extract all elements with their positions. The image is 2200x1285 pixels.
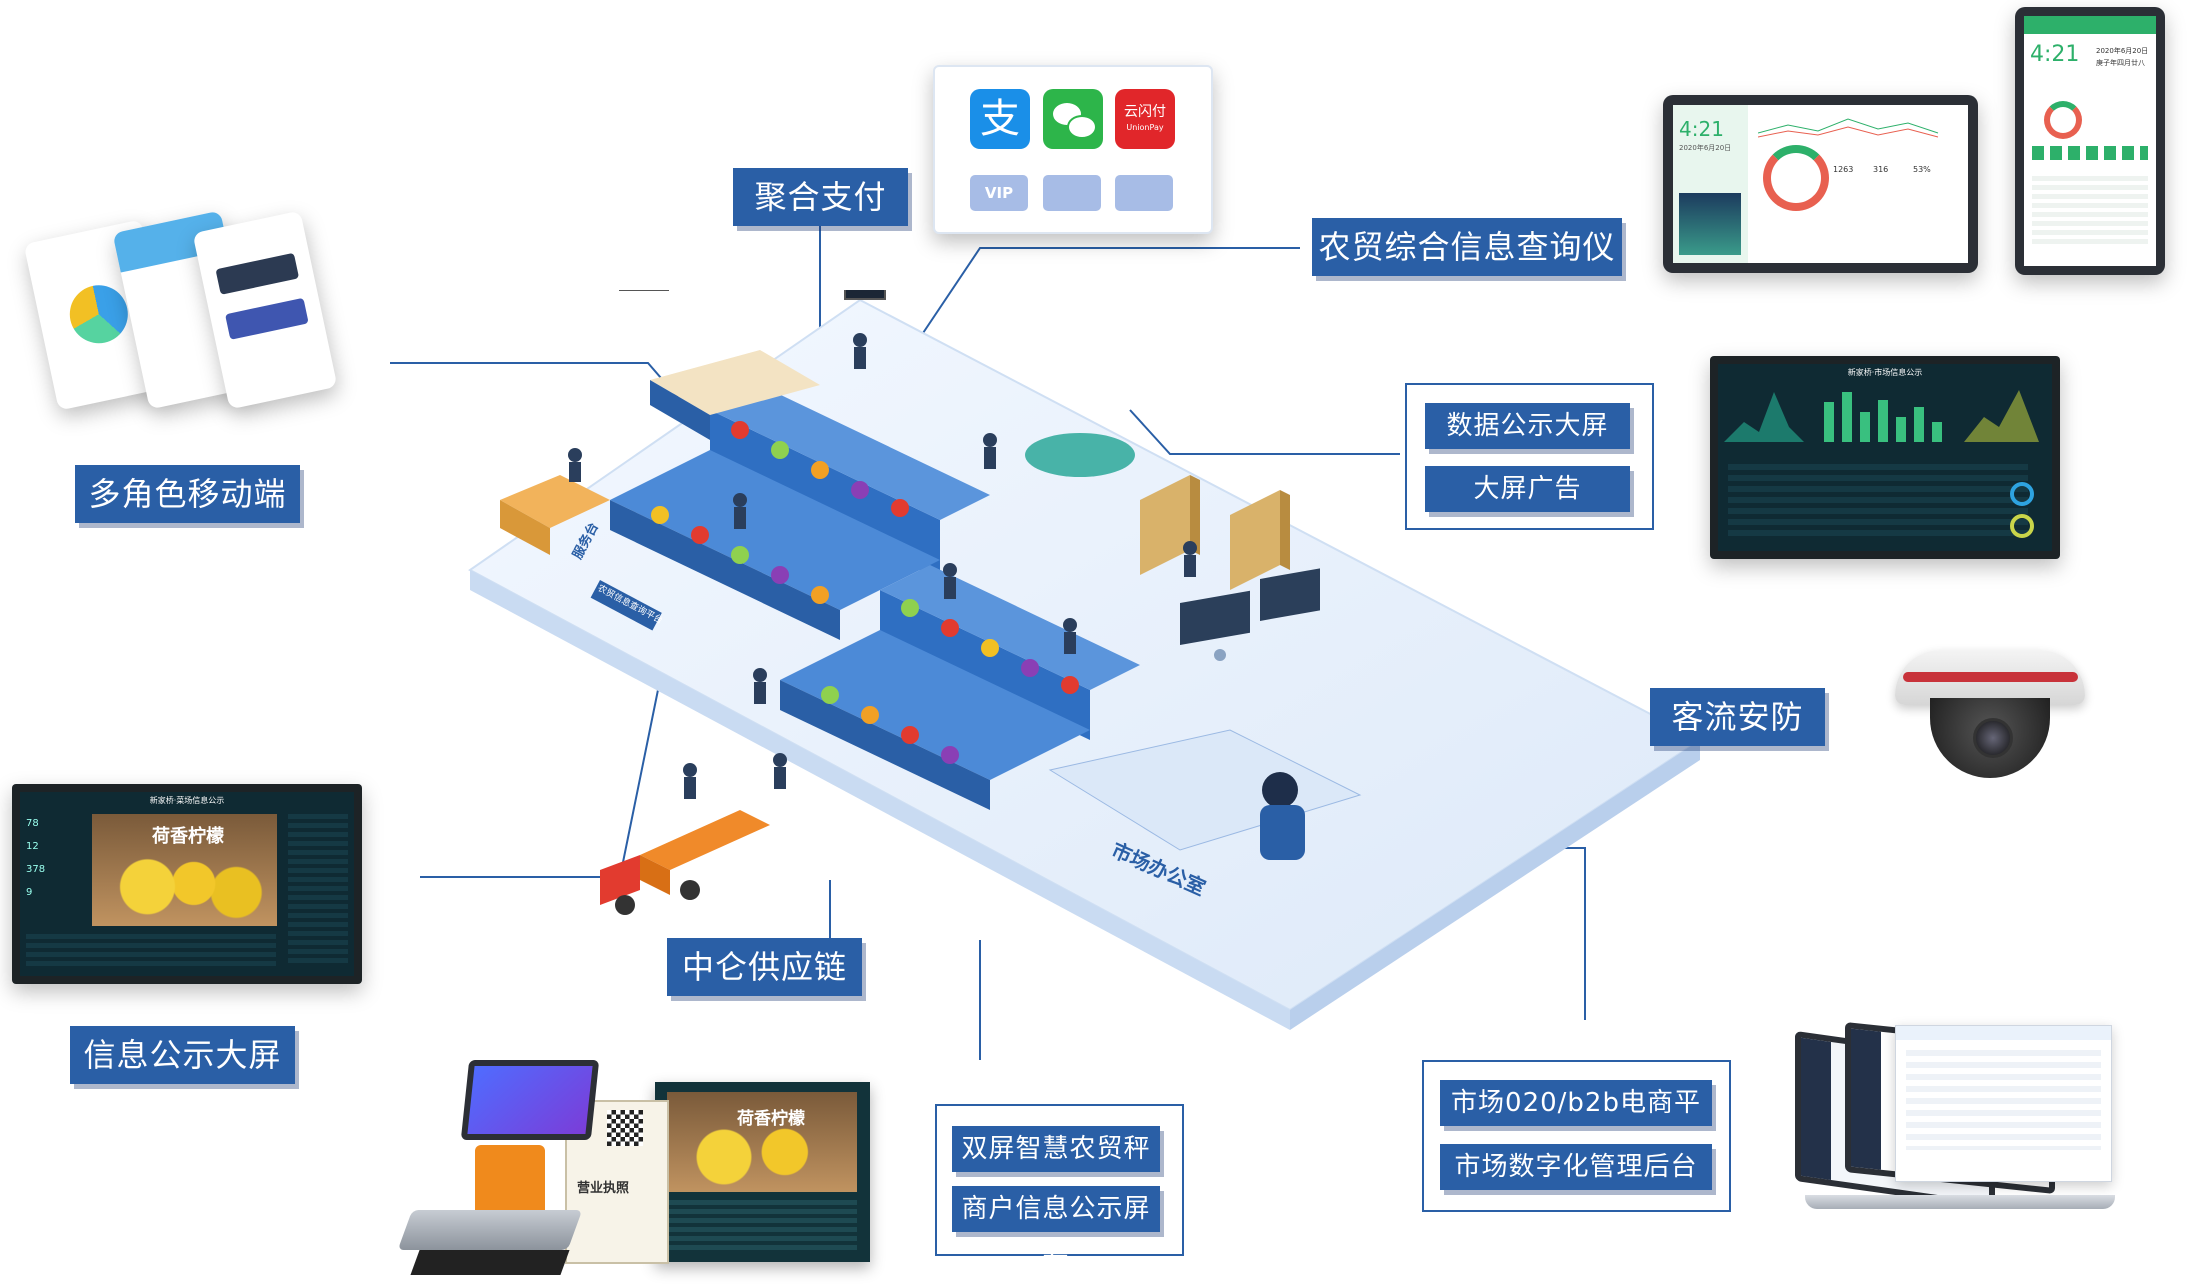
member-card-icon (1115, 175, 1173, 211)
payment-icons-card: 支 云闪付 UnionPay VIP (933, 65, 1213, 234)
bracket-platform (1422, 1060, 1731, 1212)
label-backend: 市场数字化管理后台 (1440, 1144, 1712, 1190)
label-supply: 中仑供应链 (667, 938, 862, 996)
label-data-screen: 数据公示大屏 (1425, 403, 1630, 449)
dome-camera-icon (1895, 650, 2090, 790)
alipay-icon: 支 (970, 89, 1030, 149)
stall-ring-1 (610, 385, 990, 640)
unionpay-icon: 云闪付 UnionPay (1115, 89, 1175, 149)
sign-post (590, 580, 662, 631)
delivery-truck (600, 810, 770, 915)
label-merchant: 商户信息公示屏幕 (952, 1186, 1160, 1270)
label-platform: 市场020/b2b电商平台 (1440, 1080, 1712, 1164)
service-desk (500, 475, 610, 528)
label-mobile: 多角色移动端 (75, 465, 300, 523)
kiosk-screen-2 (844, 290, 886, 300)
office-area (1048, 729, 1362, 851)
produce-boxes (651, 421, 1079, 764)
label-query: 农贸综合信息查询仪 (1312, 218, 1622, 276)
bank-card-icon (1043, 175, 1101, 211)
lemon-photo: 荷香柠檬 (92, 814, 277, 926)
vip-card-icon: VIP (970, 175, 1028, 211)
label-payment: 聚合支付 (733, 168, 908, 226)
bracket-scale (935, 1104, 1184, 1256)
vendor-stall (650, 350, 820, 415)
camera-marker (1214, 649, 1226, 661)
laptop-illustration (1795, 1021, 2125, 1225)
info-display-screen: 新家桥·菜场信息公示 78 12 378 9 荷香柠檬 (12, 784, 362, 984)
smart-scale-illustration: 荷香柠檬 营业执照 (397, 1060, 870, 1285)
qr-code (607, 1110, 643, 1146)
mobile-phones-illustration (23, 210, 340, 450)
market-floor-illustration: 农贸信息查询平台 服务台 市场办公室 (468, 290, 1702, 1030)
reception-desk (1025, 433, 1135, 477)
bracket-data (1405, 383, 1654, 530)
query-tablet-portrait: 4:21 2020年6月20日 庚子年四月廿八 (2015, 7, 2165, 275)
label-ad-screen: 大屏广告 (1425, 466, 1630, 512)
wechat-pay-icon (1043, 89, 1103, 149)
label-security: 客流安防 (1650, 688, 1825, 746)
data-display-screen: 新家桥·市场信息公示 (1710, 356, 2060, 559)
people (568, 333, 1197, 799)
query-clock: 4:21 (1679, 117, 1724, 141)
label-scale: 双屏智慧农贸秤 (952, 1126, 1160, 1172)
query-tablet-landscape: 4:21 2020年6月20日 1263 316 53% (1663, 95, 1978, 273)
label-info-screen: 信息公示大屏 (70, 1026, 295, 1084)
shelves (1140, 475, 1290, 590)
